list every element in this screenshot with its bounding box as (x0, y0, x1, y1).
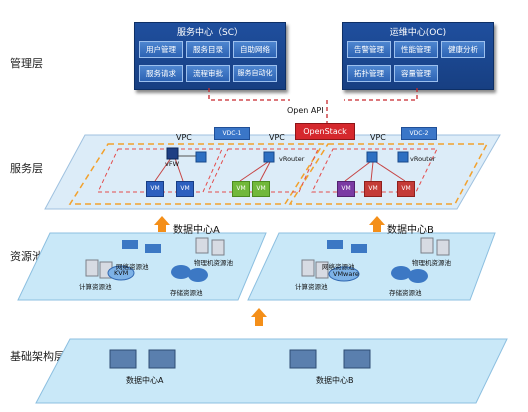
up-arrow-b (369, 216, 385, 225)
vpc-zone-2 (207, 148, 319, 193)
layer-label-management: 管理层 (10, 57, 43, 70)
storage-icon-a1 (171, 265, 191, 279)
vrouter-link-left (239, 161, 269, 182)
up-arrow-b-stem (373, 224, 381, 232)
physical-server-a1 (195, 237, 209, 254)
vpc-label-3: VPC (370, 133, 386, 142)
oc-button-capacity[interactable]: 容量管理 (394, 65, 438, 82)
network-switch-icon-b1 (327, 240, 343, 249)
service-center-panel: 服务中心（SC） 用户管理 服务目录 自助网络 服务请求 流程审批 服务自动化 (134, 22, 286, 90)
resource-datacenter-b-label: 数据中心B (387, 225, 434, 236)
datacenter-building-a2 (148, 349, 176, 369)
openstack-badge: OpenStack (295, 123, 355, 140)
datacenter-building-b2 (343, 349, 371, 369)
datacenter-building-b1 (289, 349, 317, 369)
router-icon-1 (195, 151, 207, 163)
physical-server-a2 (211, 239, 225, 256)
open-api-label: Open API (287, 106, 324, 115)
network-pool-b-label: 网络资源池 (322, 263, 355, 271)
storage-icon-b1 (391, 266, 411, 280)
vfw-link-vm1 (154, 157, 172, 182)
vmware-ellipse (328, 266, 360, 282)
ops-center-title: 运维中心(OC) (389, 28, 447, 38)
compute-pool-a-label: 计算资源池 (79, 283, 112, 291)
vm-3: VM (232, 181, 250, 197)
vrouter-label-2: vRouter (410, 155, 436, 163)
oc-button-topology[interactable]: 拓扑管理 (347, 65, 391, 82)
vm-5: VM (337, 181, 355, 197)
oc-button-alarm[interactable]: 告警管理 (347, 41, 391, 58)
vm-1: VM (146, 181, 164, 197)
physical-pool-b-label: 物理机资源池 (412, 259, 451, 267)
vpc-label-1: VPC (176, 133, 192, 142)
sc-button-self-network[interactable]: 自助网络 (233, 41, 277, 58)
storage-pool-b-label: 存储资源池 (389, 289, 422, 297)
up-arrow-infra (251, 308, 267, 317)
api-connector-left (208, 88, 290, 101)
sc-button-automation[interactable]: 服务自动化 (233, 65, 277, 82)
kvm-ellipse (107, 265, 135, 281)
vdc-2-tag: VDC-2 (401, 127, 437, 140)
vm-6: VM (364, 181, 382, 197)
resource-datacenter-a-label: 数据中心A (173, 225, 220, 236)
up-arrow-a (154, 216, 170, 225)
vdc-1-tag: VDC-1 (214, 127, 250, 140)
api-connector-right (344, 88, 418, 101)
network-switch-icon-a1 (122, 240, 138, 249)
physical-server-b2 (436, 239, 450, 256)
vrouter-label-1: vRouter (279, 155, 305, 163)
vrouter2-link-1 (344, 161, 371, 182)
service-plane (44, 134, 501, 210)
vm-4: VM (252, 181, 270, 197)
storage-pool-a-label: 存储资源池 (170, 289, 203, 297)
vrouter2-link-2 (370, 161, 374, 182)
vfw-icon (166, 147, 179, 160)
server-icon-a1 (85, 259, 99, 277)
physical-server-b1 (420, 237, 434, 254)
vrouter-link-right (259, 161, 271, 182)
oc-button-performance[interactable]: 性能管理 (394, 41, 438, 58)
infra-datacenter-b-label: 数据中心B (316, 376, 354, 385)
sc-button-user-mgmt[interactable]: 用户管理 (139, 41, 183, 58)
resource-plane-b (247, 232, 496, 301)
network-switch-icon-b2 (351, 244, 367, 253)
kvm-label: KVM (114, 269, 129, 277)
network-pool-a-label: 网络资源池 (116, 263, 149, 271)
vrouter2-link-3 (375, 161, 406, 182)
network-switch-icon-a2 (145, 244, 161, 253)
vmware-label: VMware (333, 270, 359, 278)
infra-datacenter-a-label: 数据中心A (126, 376, 164, 385)
layer-label-service: 服务层 (10, 162, 43, 175)
router-icon-4 (397, 151, 409, 163)
server-icon-b2 (315, 261, 329, 279)
vfw-link-vm2 (174, 157, 184, 182)
storage-icon-a2 (188, 268, 208, 282)
oc-button-health[interactable]: 健康分析 (441, 41, 485, 58)
sc-button-approval[interactable]: 流程审批 (186, 65, 230, 82)
compute-pool-b-label: 计算资源池 (295, 283, 328, 291)
layer-label-infrastructure: 基础架构层 (10, 350, 65, 363)
vm-2: VM (176, 181, 194, 197)
service-center-title: 服务中心（SC） (177, 28, 243, 38)
vdc-left-zone (68, 143, 325, 205)
server-icon-b1 (301, 259, 315, 277)
sc-button-service-catalog[interactable]: 服务目录 (186, 41, 230, 58)
ops-center-panel: 运维中心(OC) 告警管理 性能管理 健康分析 拓扑管理 容量管理 (342, 22, 494, 90)
storage-icon-b2 (408, 269, 428, 283)
up-arrow-a-stem (158, 224, 166, 232)
datacenter-building-a1 (109, 349, 137, 369)
vfw-label: vFW (165, 160, 180, 168)
vm-7: VM (397, 181, 415, 197)
vpc-label-2: VPC (269, 133, 285, 142)
router-icon-3 (366, 151, 378, 163)
physical-pool-a-label: 物理机资源池 (194, 259, 233, 267)
sc-button-service-request[interactable]: 服务请求 (139, 65, 183, 82)
router-icon-2 (263, 151, 275, 163)
infra-plane (35, 338, 508, 404)
up-arrow-infra-stem (255, 316, 263, 326)
